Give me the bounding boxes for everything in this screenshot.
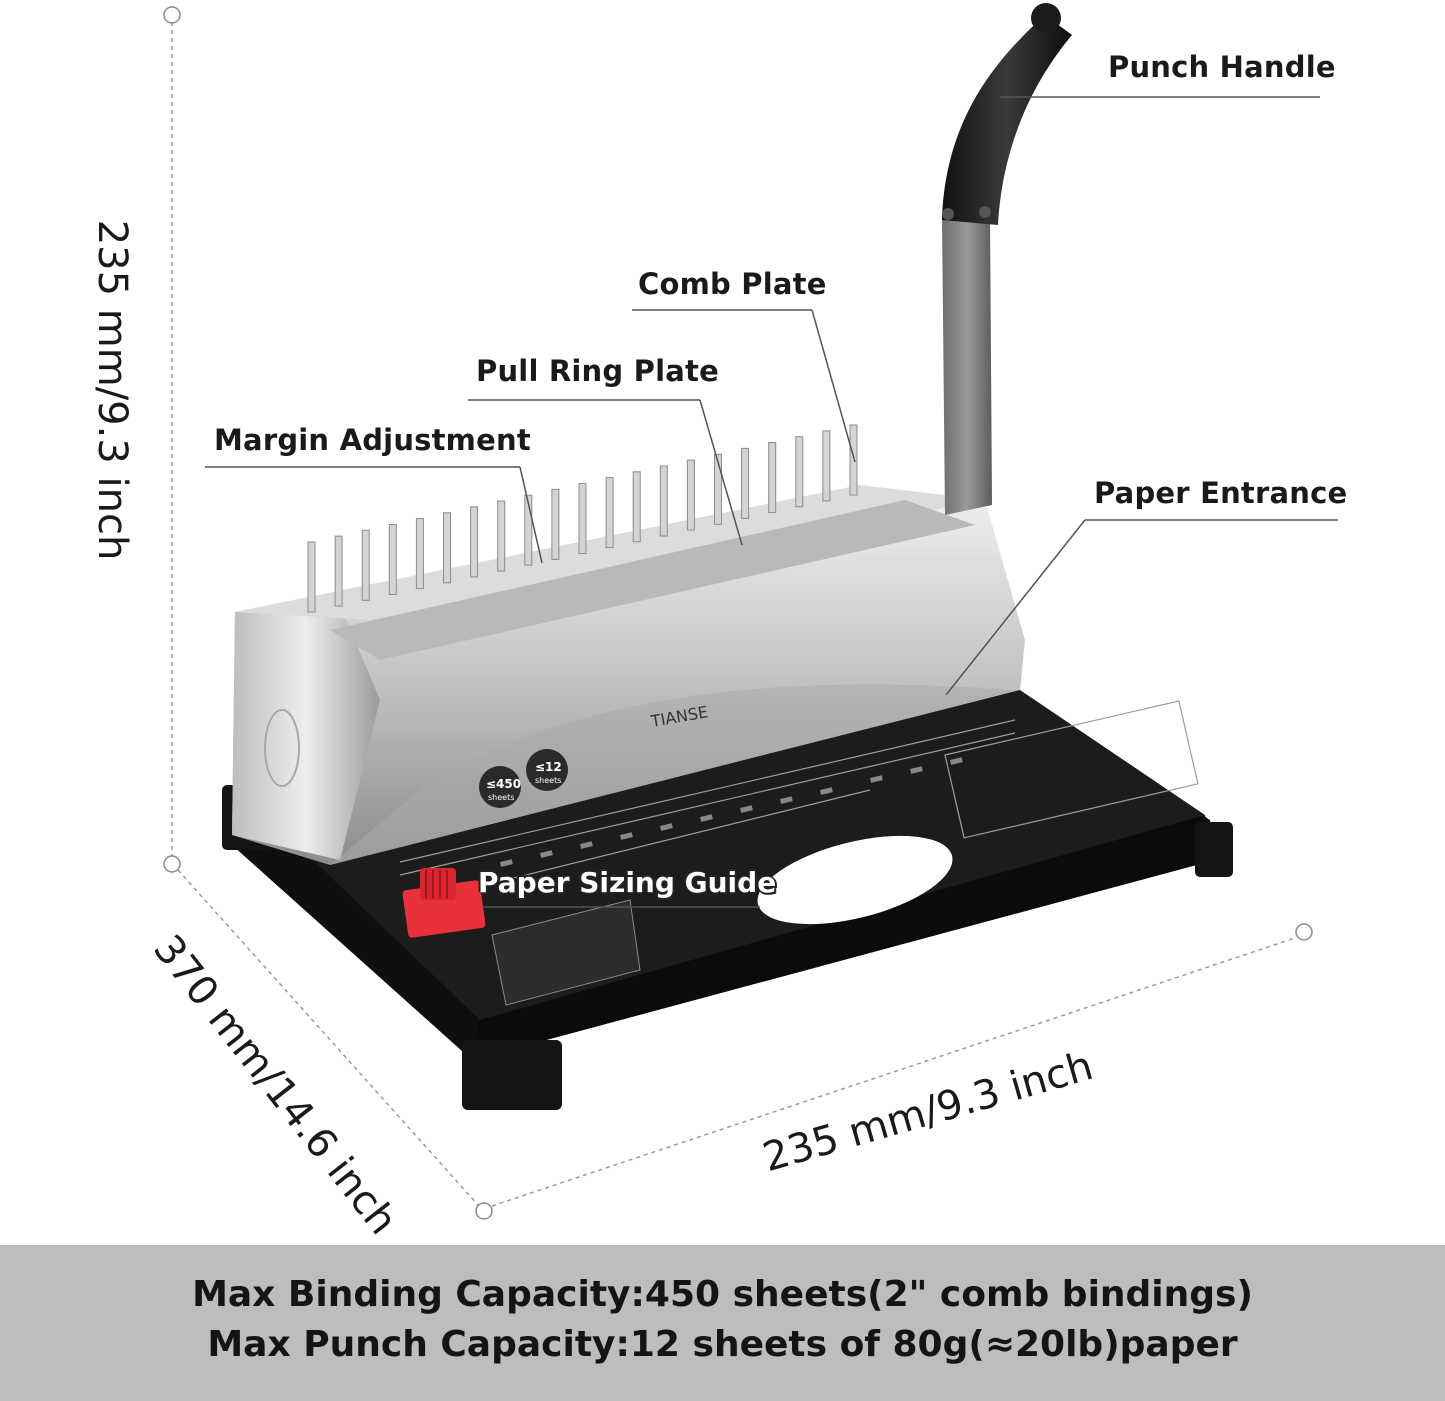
comb-tooth bbox=[497, 500, 506, 572]
comb-tooth bbox=[659, 465, 668, 537]
badge-binding-value: ≤450 bbox=[486, 777, 521, 791]
comb-tooth bbox=[822, 430, 831, 502]
dimension-height-label: 235 mm/9.3 inch bbox=[89, 219, 135, 561]
comb-tooth bbox=[334, 535, 343, 607]
comb-tooth bbox=[361, 529, 370, 601]
comb-tooth bbox=[551, 488, 560, 560]
comb-tooth bbox=[632, 471, 641, 543]
comb-tooth bbox=[605, 477, 614, 549]
comb-tooth bbox=[741, 447, 750, 519]
punch-body bbox=[232, 485, 1025, 865]
badge-binding-unit: sheets bbox=[488, 793, 514, 802]
comb-tooth bbox=[307, 541, 316, 613]
spec-punch-capacity: Max Punch Capacity:12 sheets of 80g(≈20l… bbox=[207, 1324, 1238, 1365]
punch-handle bbox=[942, 3, 1072, 515]
comb-tooth bbox=[415, 518, 424, 590]
callout-punch-handle: Punch Handle bbox=[1108, 50, 1336, 84]
comb-tooth bbox=[686, 459, 695, 531]
comb-tooth bbox=[714, 453, 722, 525]
callout-paper-sizing-guide: Paper Sizing Guide bbox=[478, 866, 777, 899]
comb-tooth bbox=[578, 483, 587, 554]
comb-plate-teeth bbox=[307, 424, 858, 613]
callout-margin-adjustment: Margin Adjustment bbox=[214, 423, 531, 457]
comb-tooth bbox=[388, 524, 397, 595]
comb-tooth bbox=[443, 512, 451, 584]
comb-tooth bbox=[768, 442, 777, 513]
badge-punch-unit: sheets bbox=[535, 776, 561, 785]
dimension-endpoints bbox=[163, 6, 1313, 1220]
comb-tooth bbox=[524, 494, 533, 566]
badge-punch-value: ≤12 bbox=[535, 760, 562, 774]
callout-leaders bbox=[205, 96, 1338, 908]
comb-tooth bbox=[795, 436, 804, 508]
spec-binding-capacity: Max Binding Capacity:450 sheets(2" comb … bbox=[192, 1274, 1253, 1315]
comb-tooth bbox=[849, 424, 858, 496]
callout-pull-ring-plate: Pull Ring Plate bbox=[476, 354, 719, 388]
comb-tooth bbox=[470, 506, 479, 578]
callout-paper-entrance: Paper Entrance bbox=[1094, 476, 1348, 510]
spec-banner: Max Binding Capacity:450 sheets(2" comb … bbox=[0, 1245, 1445, 1401]
margin-adjustment-knob bbox=[402, 868, 486, 938]
dimension-guides bbox=[171, 22, 1296, 1207]
callout-comb-plate: Comb Plate bbox=[638, 267, 827, 301]
